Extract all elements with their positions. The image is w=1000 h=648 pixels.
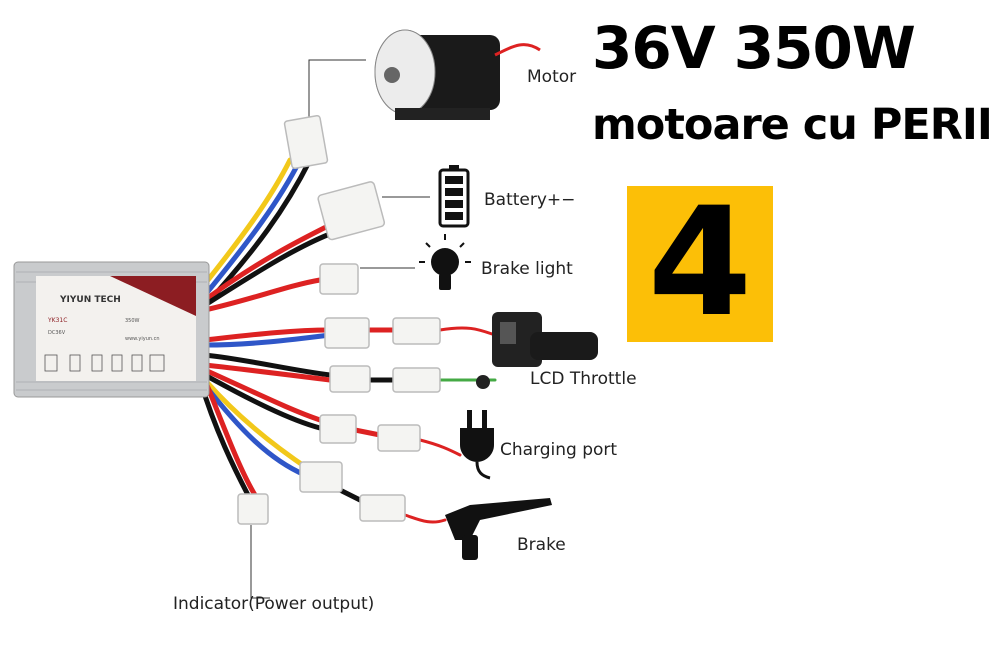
leader-lines xyxy=(250,59,430,599)
number-badge: 4 xyxy=(627,176,773,350)
headline-spec: 36V 350W xyxy=(592,14,916,82)
badge-number: 4 xyxy=(647,176,753,350)
plug-icon xyxy=(460,410,494,480)
label-throttle: LCD Throttle xyxy=(530,369,637,389)
svg-text:YK31C: YK31C xyxy=(47,317,67,324)
svg-text:350W: 350W xyxy=(125,318,140,324)
label-indicator: Indicator(Power output) xyxy=(173,594,375,614)
bulb-icon xyxy=(419,234,471,290)
label-brake-light: Brake light xyxy=(481,259,573,279)
label-brake: Brake xyxy=(517,535,566,555)
battery-icon xyxy=(438,165,470,228)
brake-lever-icon xyxy=(445,498,552,560)
wires xyxy=(197,157,497,524)
label-charging-port: Charging port xyxy=(500,440,618,460)
svg-text:www.yiyun.cn: www.yiyun.cn xyxy=(125,336,160,342)
throttle-icon xyxy=(476,312,598,389)
svg-text:DC36V: DC36V xyxy=(48,330,66,336)
controller-icon: YIYUN TECH YK31C DC36V 350W www.yiyun.cn xyxy=(13,261,210,398)
connectors xyxy=(237,114,441,525)
svg-text:YIYUN TECH: YIYUN TECH xyxy=(59,295,121,305)
headline-subtitle: motoare cu PERII xyxy=(592,100,993,150)
motor-icon xyxy=(374,29,541,120)
label-battery: Battery+− xyxy=(484,190,576,210)
label-motor: Motor xyxy=(527,67,577,87)
